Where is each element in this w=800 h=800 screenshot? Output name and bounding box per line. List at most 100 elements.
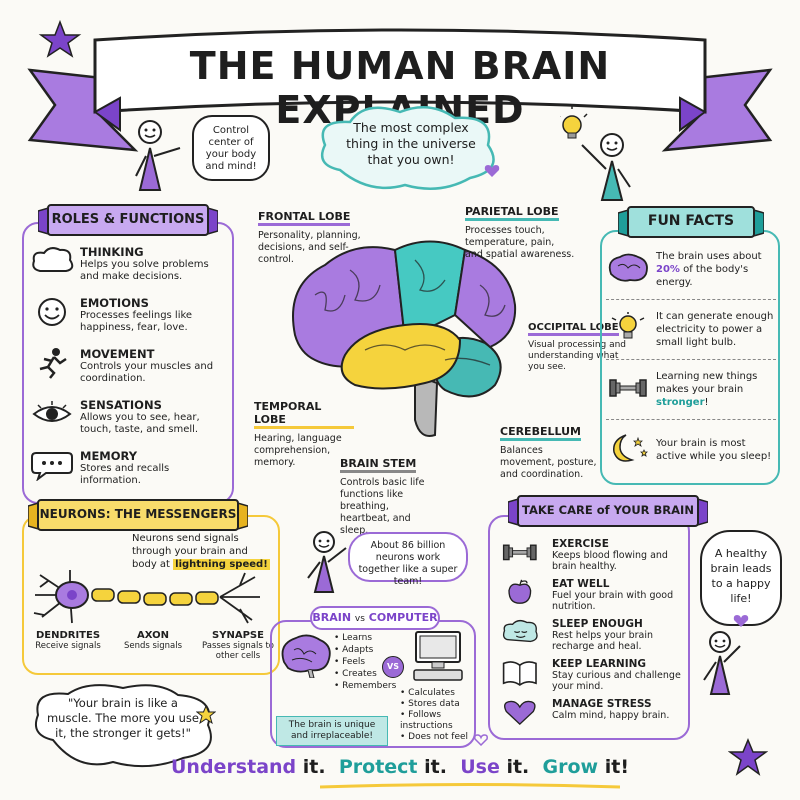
care-title: KEEP LEARNING <box>552 658 647 670</box>
stick-figure-left <box>135 120 181 191</box>
occipital-title: OCCIPITAL LOBE <box>528 322 619 336</box>
compare-list-item: • Adapts <box>334 645 374 655</box>
footer-word-understand: Understand <box>171 756 297 778</box>
cloud-icon <box>30 245 80 281</box>
healthy-bubble: A healthy brain leads to a happy life! <box>700 530 782 626</box>
neuron-part-title: DENDRITES <box>35 630 101 641</box>
speech-icon <box>30 449 80 485</box>
heart-icon <box>474 734 488 746</box>
frontal-label: FRONTAL LOBE Personality, planning, deci… <box>258 205 368 266</box>
footer-it-2: it. <box>424 756 447 778</box>
fact-item: Learning new things makes your brain str… <box>606 360 776 420</box>
apple-icon <box>500 578 547 610</box>
footer-slogan: Understand it. Protect it. Use it. Grow … <box>0 756 800 778</box>
compare-list-item: • Creates <box>334 669 377 679</box>
care-title: EXERCISE <box>552 538 609 550</box>
compare-list-text: Remembers <box>342 681 397 691</box>
roles-ribbon <box>38 204 218 237</box>
complex-cloud <box>320 105 495 190</box>
facts-heading: FUN FACTS <box>647 213 735 229</box>
care-title: MANAGE STRESS <box>552 698 652 710</box>
footer-it-3: it. <box>506 756 530 778</box>
star-icon <box>196 705 216 725</box>
role-desc: Helps you solve problems and make decisi… <box>80 259 209 282</box>
compare-list-text: Adapts <box>342 645 374 655</box>
role-desc: Stores and recalls information. <box>80 463 170 486</box>
computer-icon <box>413 631 463 681</box>
compare-list-text: Stores data <box>408 699 460 709</box>
role-desc: Processes feelings like happiness, fear,… <box>80 310 193 333</box>
compare-list-text: Learns <box>342 633 373 643</box>
control-bubble: Control center of your body and mind! <box>192 115 270 181</box>
compare-list-item: • Does not feel <box>400 732 469 742</box>
eye-icon <box>30 398 80 434</box>
heart-icon <box>500 698 547 730</box>
brainstem-label: BRAIN STEM Controls basic life functions… <box>340 452 440 537</box>
runner-icon <box>30 347 80 383</box>
role-title: EMOTIONS <box>80 296 149 310</box>
dumbbell-icon <box>500 538 547 570</box>
temporal-title: TEMPORAL LOBE <box>254 400 354 429</box>
role-desc: Controls your muscles and coordination. <box>80 361 214 384</box>
facts-ribbon <box>618 206 764 239</box>
role-title: THINKING <box>80 245 144 259</box>
care-title: EAT WELL <box>552 578 610 590</box>
lightbulb-icon <box>560 105 588 139</box>
fact-highlight: 20% <box>656 264 680 275</box>
care-desc: Fuel your brain with good nutrition. <box>552 590 674 612</box>
fact-item: It can generate enough electricity to po… <box>606 300 776 360</box>
facts-list: The brain uses about 20% of the body's e… <box>606 240 776 480</box>
compare-list-item: • Follows instructions <box>400 710 453 731</box>
frontal-title: FRONTAL LOBE <box>258 210 351 226</box>
fact-text-end: of the body's energy. <box>656 264 749 288</box>
heart-icon <box>733 615 749 627</box>
roles-heading: ROLES & FUNCTIONS <box>51 212 205 227</box>
footer-word-use: Use <box>460 756 500 778</box>
complex-text: The most complex thing in the universe t… <box>346 120 476 167</box>
compare-list-item: • Stores data <box>400 699 460 709</box>
brain-icon <box>606 252 656 288</box>
cerebellum-desc: Balances movement, posture, and coordina… <box>500 445 597 480</box>
compare-heading-vs: vs <box>354 614 365 624</box>
occipital-lobe-shape <box>453 248 517 349</box>
compare-list-text: Feels <box>342 657 366 667</box>
compare-list-text: Does not feel <box>408 732 469 742</box>
dumbbell-icon <box>606 372 656 408</box>
compare-heading-brain: BRAIN <box>312 611 352 624</box>
stick-figure-bottom-right <box>703 631 741 695</box>
brainstem-title: BRAIN STEM <box>340 457 417 473</box>
parietal-title: PARIETAL LOBE <box>465 205 559 221</box>
neuron-illustration <box>33 570 260 624</box>
role-title: MEMORY <box>80 449 138 463</box>
sleep-icon <box>500 618 547 650</box>
compare-list-item: • Remembers <box>334 681 397 691</box>
moon-icon <box>606 432 656 468</box>
fact-item: The brain uses about 20% of the body's e… <box>606 240 776 300</box>
footer-word-grow: Grow <box>542 756 599 778</box>
role-title: MOVEMENT <box>80 347 155 361</box>
fact-item: Your brain is most active while you slee… <box>606 420 776 480</box>
cerebellum-label: CEREBELLUM Balances movement, posture, a… <box>500 420 600 481</box>
neuron-part-desc: Passes signals to other cells <box>202 641 274 661</box>
occipital-label: OCCIPITAL LOBE Visual processing and und… <box>528 315 628 373</box>
footer-word-protect: Protect <box>338 756 418 778</box>
star-icon <box>38 19 82 58</box>
temporal-desc: Hearing, language comprehension, memory. <box>254 433 342 468</box>
frontal-desc: Personality, planning, decisions, and se… <box>258 230 361 265</box>
vs-badge: VS <box>382 656 404 678</box>
care-desc: Rest helps your brain recharge and heal. <box>552 630 654 652</box>
fact-text: Learning new things makes your brain <box>656 371 758 395</box>
cerebellum-title: CEREBELLUM <box>500 425 581 441</box>
brain-stem-shape <box>414 373 439 437</box>
neurons-heading: NEURONS: THE MESSENGERS <box>39 507 237 521</box>
role-title: SENSATIONS <box>80 398 162 412</box>
temporal-lobe-shape <box>340 323 462 390</box>
neurons-count-bubble: About 86 billion neurons work together l… <box>348 532 468 587</box>
